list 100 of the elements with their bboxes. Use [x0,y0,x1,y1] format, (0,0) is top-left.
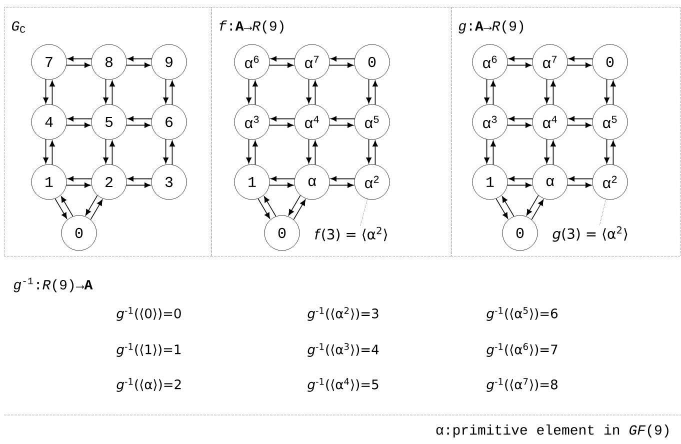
arrow [550,140,556,165]
arrow [366,139,372,164]
circle-node: α$^{6}$ [234,44,270,80]
arrow [128,116,152,122]
arrow [246,139,252,164]
arrow [568,56,593,62]
arrow [604,79,610,104]
arrow [484,79,490,104]
arrow [85,195,98,216]
arrow [163,79,168,104]
arrow [126,182,150,188]
mapping-formula: g$^{-1}$(⟨α$^{4}$⟩)=5 [308,378,378,392]
heading: g$^{-1}$:R(9)→A [14,278,93,292]
circle-node: 2 [91,164,127,200]
arrow [507,182,532,188]
mapping-formula: g$^{-1}$(⟨1⟩)=1 [116,343,181,357]
circle-node: α$^{4}$ [294,104,330,140]
circle-node: 0 [592,44,628,80]
circle-node: α [294,164,330,200]
arrow [269,122,294,128]
arrow [269,62,294,68]
arrow [270,176,295,182]
arrow [66,182,90,188]
circle-node: 5 [91,104,127,140]
arrow [372,80,378,105]
arrow [252,80,258,105]
arrow [567,122,592,128]
circle-node: 0 [264,215,300,251]
arrow [110,80,115,105]
arrow [170,80,175,105]
arrow [544,139,550,164]
circle-node: α$^{3}$ [472,104,508,140]
circle-node: 7 [31,44,67,80]
mapping-formula: g$^{-1}$(⟨α$^{3}$⟩)=4 [308,343,379,357]
arrow [508,116,533,122]
circle-node: α$^{7}$ [532,44,568,80]
arrow [293,200,306,220]
circle-node: α$^{7}$ [294,44,330,80]
circle-node: 9 [151,44,187,80]
mapping-formula: g$^{-1}$(⟨α$^{6}$⟩)=7 [486,343,558,357]
mapping-formula: g$^{-1}$(⟨α$^{5}$⟩)=6 [486,307,558,321]
circle-node: 1 [31,164,67,200]
circle-node: 0 [354,44,390,80]
arrow [526,195,539,216]
circle-node: 1 [472,164,508,200]
arrow [68,116,92,122]
circle-node: 0 [502,215,538,251]
arrow [610,80,616,105]
arrow [330,176,355,182]
annotation-text: f(3) = ⟨α$^{2}$⟩ [315,226,387,242]
arrow [567,182,592,188]
footnote: α:primitive element in GF(9) [436,424,668,438]
arrow [544,79,550,104]
arrow [163,139,168,164]
annotation-text: g(3) = ⟨α$^{2}$⟩ [552,226,628,242]
arrow [568,116,593,122]
circle-node: 6 [151,104,187,140]
arrow [54,198,68,219]
arrow [372,140,378,165]
arrow [507,62,532,68]
arrow [330,56,355,62]
arrow [484,139,490,164]
arrow [50,80,55,105]
arrow [246,79,252,104]
arrow [490,80,496,105]
circle-node: α$^{6}$ [472,44,508,80]
mapping-formula: g$^{-1}$(⟨0⟩)=0 [116,307,181,321]
arrow [126,122,150,128]
arrow [329,62,354,68]
arrow [366,79,372,104]
arrow [330,116,355,122]
circle-node: 0 [61,215,97,251]
arrow [312,80,318,105]
arrow [306,79,312,104]
circle-node: α$^{3}$ [234,104,270,140]
arrow [329,122,354,128]
circle-node: 4 [31,104,67,140]
arrow [288,195,301,216]
arrow [103,79,108,104]
arrow [531,200,544,220]
circle-node: α$^{2}$ [354,164,390,200]
arrow [490,140,496,165]
arrow [66,62,90,68]
arrow [90,200,103,220]
arrow [306,139,312,164]
arrow [269,182,294,188]
circle-node: α$^{5}$ [354,104,390,140]
arrow [567,62,592,68]
arrow [508,56,533,62]
arrow [264,196,276,217]
arrow [604,139,610,164]
arrow [502,196,514,217]
circle-node: 3 [151,164,187,200]
circle-node: α$^{4}$ [532,104,568,140]
arrow [68,56,92,62]
arrow [128,176,152,182]
arrow [550,80,556,105]
circle-node: 1 [234,164,270,200]
mapping-formula: g$^{-1}$(⟨α⟩)=2 [116,378,181,392]
arrow [43,139,48,164]
